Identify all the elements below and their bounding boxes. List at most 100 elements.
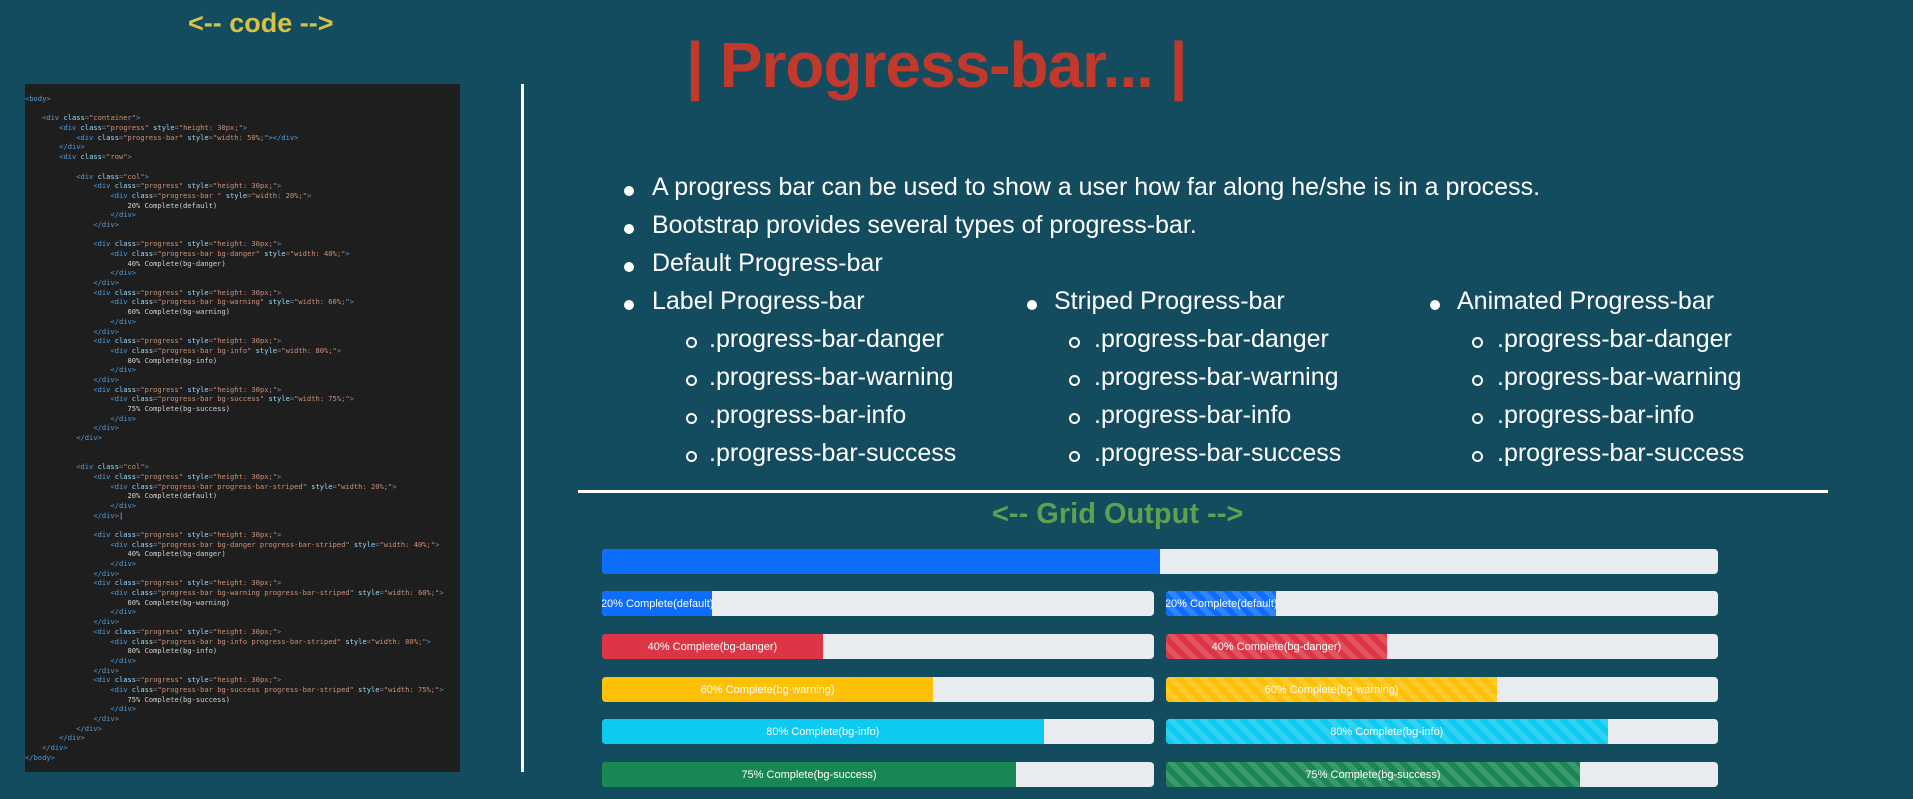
sub-item: .progress-bar-warning — [1497, 363, 1742, 391]
code-token — [25, 617, 93, 626]
code-token — [25, 569, 93, 578]
code-token: > — [277, 287, 282, 297]
code-token: = — [118, 132, 124, 142]
code-line: </div> — [25, 733, 460, 743]
bullet-text: Bootstrap provides several types of prog… — [652, 211, 1197, 239]
bullet-item: Bootstrap provides several types of prog… — [620, 211, 1820, 249]
striped-progress-bar-success: 75% Complete(bg-success) — [1166, 762, 1718, 787]
striped-progress-bar-default: 20% Complete(default) — [1166, 591, 1718, 616]
code-token — [25, 172, 76, 181]
code-token: = — [366, 636, 371, 646]
progress-fill: 40% Complete(bg-danger) — [1166, 634, 1387, 659]
code-token: <div — [59, 152, 81, 162]
code-line: </div> — [25, 607, 460, 617]
progress-fill: 75% Complete(bg-success) — [1166, 762, 1580, 787]
code-token: = — [208, 578, 213, 588]
code-token — [25, 327, 93, 336]
code-token: = — [136, 578, 141, 588]
progress-fill: 80% Complete(bg-info) — [1166, 719, 1608, 744]
code-line: <div class="progress-bar bg-success" sty… — [25, 394, 460, 404]
circle-bullet — [686, 451, 697, 462]
code-line: <div class="col"> — [25, 172, 460, 182]
code-token: class — [131, 684, 154, 694]
code-token: style — [153, 123, 175, 133]
code-token: > — [277, 336, 282, 346]
bullet-text: A progress bar can be used to show a use… — [652, 173, 1541, 201]
circle-bullet — [686, 337, 697, 348]
code-token — [25, 297, 110, 306]
code-token: <div — [93, 287, 115, 297]
grid-output-heading: <-- Grid Output --> — [992, 498, 1244, 530]
code-token: = — [379, 684, 384, 694]
code-token: <div — [110, 481, 132, 491]
code-token — [25, 666, 93, 675]
code-token: 60% Complete(bg-warning) — [25, 307, 230, 317]
code-token: = — [136, 181, 141, 191]
code-token: "width: 75%;" — [294, 394, 350, 404]
code-token — [25, 278, 93, 287]
code-token: "progress" — [140, 675, 188, 685]
code-token: > — [136, 113, 141, 123]
bullet-item: Default Progress-bar — [620, 249, 1820, 287]
sub-item: .progress-bar-danger — [1497, 325, 1732, 353]
code-token: ></div> — [268, 132, 299, 142]
code-token — [25, 588, 110, 597]
code-line: </div> — [25, 569, 460, 579]
code-line: <div class = "progress-bar progress-bar-st… — [25, 482, 460, 492]
code-token: "width: 60%;" — [383, 588, 440, 598]
code-line: </div> — [25, 724, 460, 734]
code-token — [25, 714, 93, 723]
code-token — [25, 123, 59, 132]
code-token: </div> — [93, 617, 119, 627]
code-token: </div> — [110, 268, 137, 278]
code-token: class — [114, 181, 137, 191]
code-token: = — [136, 336, 141, 346]
progress-fill — [602, 549, 1160, 574]
progress-bar-info: 80% Complete(bg-info) — [602, 719, 1154, 744]
code-token: class — [80, 152, 102, 162]
code-token: > — [439, 684, 444, 694]
code-token: style — [358, 588, 380, 598]
code-line: </div> — [25, 666, 460, 676]
code-line — [25, 443, 460, 453]
code-token: <div — [110, 684, 132, 694]
code-token: <div — [110, 249, 132, 258]
code-token: = — [289, 394, 295, 404]
code-line: </div> — [25, 327, 460, 337]
code-line: </div> — [25, 743, 460, 753]
code-token: <div — [93, 239, 115, 249]
code-token: = — [136, 529, 141, 539]
code-token — [25, 317, 110, 326]
code-token: style — [187, 181, 209, 191]
code-token: > — [144, 462, 149, 472]
code-token: <div — [110, 636, 132, 646]
code-token: "height: 30px;" — [212, 287, 278, 297]
code-token: = — [174, 123, 179, 133]
code-token: = — [332, 481, 337, 491]
code-token: <div — [93, 471, 115, 481]
code-token: class — [131, 481, 154, 491]
code-token: "width: 40%;" — [289, 249, 346, 258]
code-token: <div — [93, 675, 115, 685]
code-token: "height: 30px;" — [212, 675, 278, 685]
striped-progress-bar-info: 80% Complete(bg-info) — [1166, 719, 1718, 744]
code-line: <div class="progress" style="height: 30p… — [25, 385, 460, 395]
progress-bar-default: 20% Complete(default) — [602, 591, 1154, 616]
code-token: "progress-bar progress-bar-striped" — [157, 481, 312, 491]
code-token: "progress-bar bg-success progress-bar-st… — [157, 684, 359, 694]
code-token — [25, 511, 93, 520]
code-token: "progress" — [106, 123, 154, 133]
code-token — [25, 249, 110, 258]
code-token: > — [439, 588, 444, 598]
circle-bullet — [1069, 413, 1080, 424]
code-token: > — [277, 181, 282, 191]
code-token — [25, 675, 93, 684]
code-token: = — [208, 384, 213, 394]
code-token — [25, 607, 110, 616]
code-token: <div — [76, 171, 98, 181]
code-token: = — [208, 675, 213, 685]
code-line: <div class="progress-bar bg-info" style=… — [25, 346, 460, 356]
bullet-dot — [1430, 300, 1440, 310]
code-token: class — [97, 132, 119, 142]
code-token: </div> — [93, 714, 119, 723]
